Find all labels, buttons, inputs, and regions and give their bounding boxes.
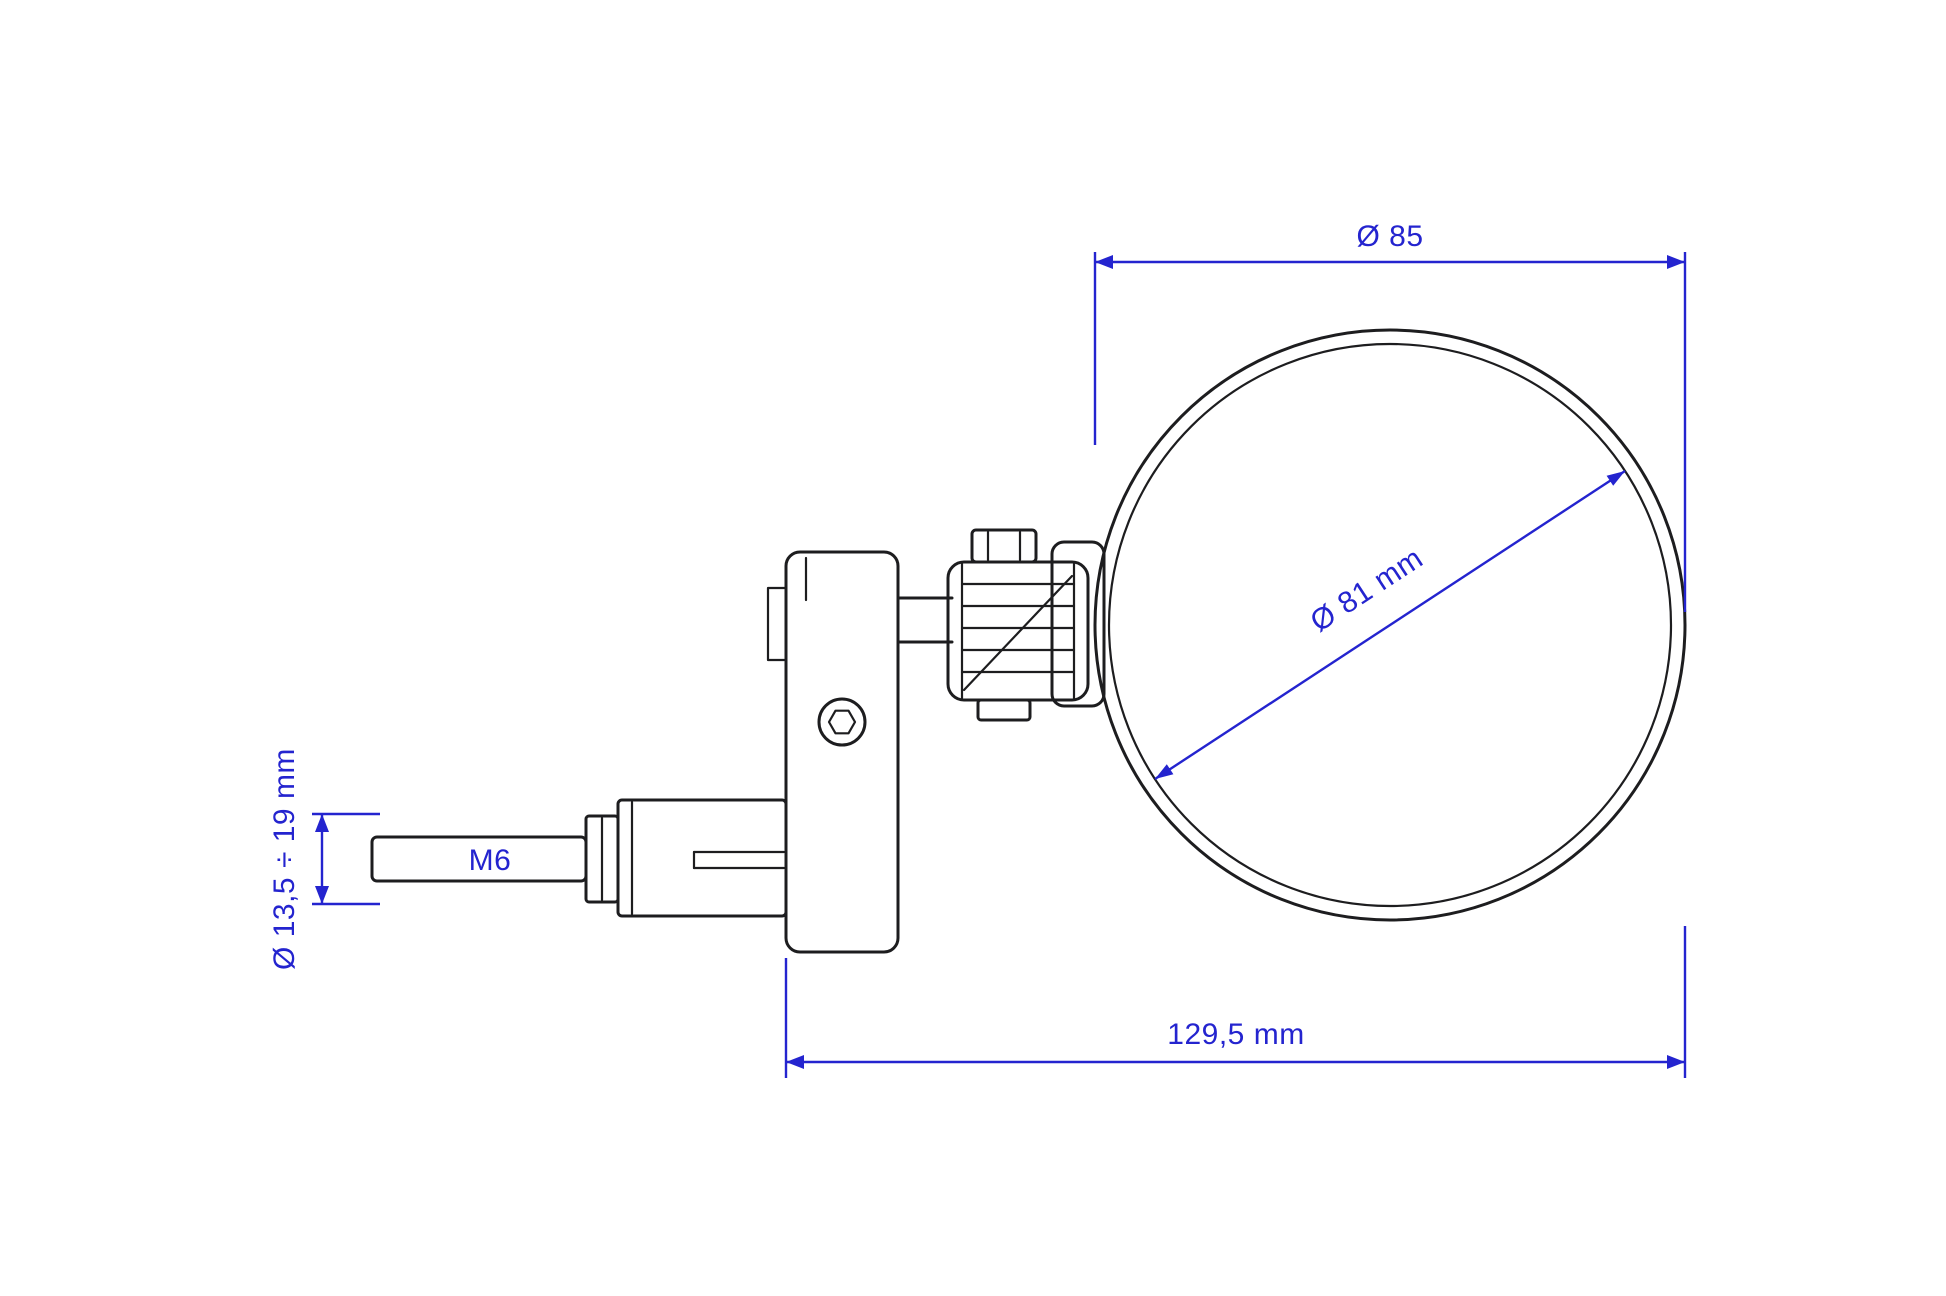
- arrowhead: [1155, 764, 1174, 779]
- hinge-lever-line: [962, 574, 1074, 692]
- arrowhead: [315, 886, 329, 904]
- pivot-hinge: [896, 528, 1106, 722]
- pivot-nut: [976, 698, 1032, 722]
- clamp-notch: [766, 586, 788, 662]
- pivot-bolt-head: [970, 528, 1038, 564]
- bar-end-adapter: [616, 798, 788, 918]
- mirror-head: [1093, 328, 1687, 922]
- dimension-dia85: Ø 85: [1093, 220, 1687, 612]
- bolt-shaft: [370, 835, 588, 883]
- arrowhead: [786, 1055, 804, 1069]
- clamp-range-label: Ø 13,5 ÷ 19 mm: [268, 748, 301, 970]
- mirror-outer-rim: [1093, 328, 1687, 922]
- clamp-screw-hex-socket: [827, 709, 857, 735]
- clamp-body: [766, 550, 900, 954]
- arrowhead: [1095, 255, 1113, 269]
- dia85-label: Ø 85: [1356, 220, 1423, 253]
- label-thread: M6: [469, 844, 512, 877]
- arrowhead: [315, 814, 329, 832]
- thread-label: M6: [469, 844, 512, 877]
- expander-bolt: [370, 814, 620, 904]
- mirror-glass-edge: [1107, 342, 1673, 908]
- dia81-label: Ø 81 mm: [1305, 542, 1429, 639]
- dimension-line: [1154, 469, 1626, 781]
- dimension-clamp-range: Ø 13,5 ÷ 19 mm: [268, 748, 380, 970]
- clamp-screw-hole: [817, 697, 867, 747]
- arrowhead: [1667, 255, 1685, 269]
- mirror-bracket: [1050, 540, 1106, 708]
- dimension-dia81: Ø 81 mm: [1154, 469, 1626, 781]
- adapter-cylinder: [616, 798, 788, 918]
- arrowhead: [1667, 1055, 1685, 1069]
- clamp-body-outline: [784, 550, 900, 954]
- arrowhead: [1606, 471, 1625, 486]
- dimension-length: 129,5 mm: [784, 926, 1687, 1078]
- length-label: 129,5 mm: [1167, 1018, 1304, 1051]
